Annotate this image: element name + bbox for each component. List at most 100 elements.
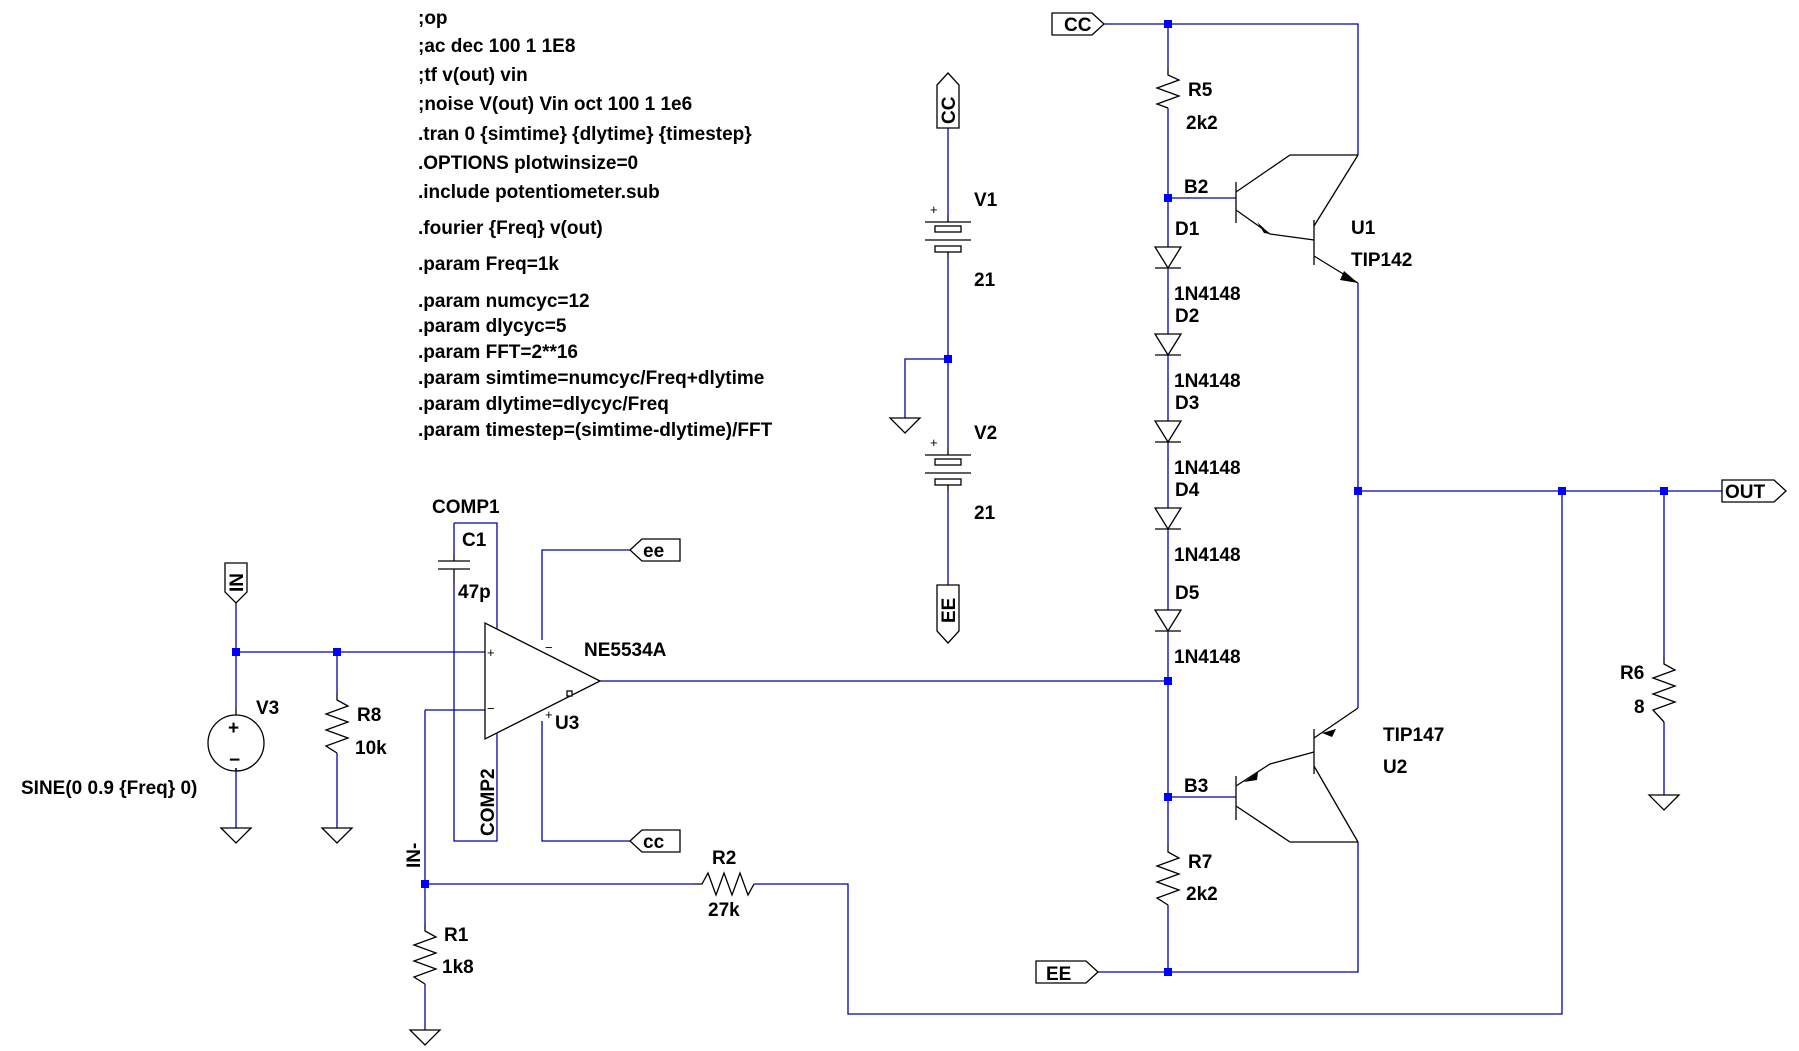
ground-symbol-supply <box>888 417 922 434</box>
directive-param-fft: .param FFT=2**16 <box>418 342 578 363</box>
wire-opamp-cc <box>541 721 630 842</box>
directive-op: ;op <box>418 8 448 29</box>
d3-value: 1N4148 <box>1174 458 1241 479</box>
net-flag-ee-supply <box>936 584 960 644</box>
net-flag-cc-opamp <box>629 829 681 853</box>
net-flag-ee-opamp <box>629 538 681 562</box>
directive-param-dlytime: .param dlytime=dlycyc/Freq <box>418 394 669 415</box>
junction-r6 <box>1660 487 1668 495</box>
r8-value: 10k <box>355 738 387 759</box>
net-label-in: IN <box>227 573 248 592</box>
net-label-cc-opamp: cc <box>643 832 665 853</box>
capacitor-c1: C1 47p <box>438 530 491 603</box>
c1-value: 47p <box>458 582 491 603</box>
junction-ee <box>1164 968 1172 976</box>
d4-value: 1N4148 <box>1174 545 1241 566</box>
r8-name: R8 <box>357 705 381 726</box>
diode-d4: D4 1N4148 <box>1153 480 1241 566</box>
junction-cc <box>1164 20 1172 28</box>
transistor-u1: U1 TIP142 <box>1235 154 1412 284</box>
wires <box>235 23 1722 1030</box>
ground-symbol-r1 <box>408 1029 442 1046</box>
net-label-b2: B2 <box>1184 177 1208 198</box>
u3-value: NE5534A <box>584 640 667 661</box>
net-label-in-minus: IN- <box>404 843 425 868</box>
net-label-comp2: COMP2 <box>478 768 499 836</box>
r2-name: R2 <box>712 848 736 869</box>
u2-q2-emitter <box>1235 751 1315 787</box>
directive-param-simtime: .param simtime=numcyc/Freq+dlytime <box>418 368 764 389</box>
diode-d1: D1 1N4148 <box>1153 219 1241 305</box>
d5-value: 1N4148 <box>1174 647 1241 668</box>
u3-supply-plus-mark: + <box>545 707 553 722</box>
battery-v1: + V1 21 <box>925 190 998 291</box>
d3-name: D3 <box>1175 393 1199 414</box>
net-label-cc-top: CC <box>1064 15 1092 36</box>
junction-emitters <box>1354 487 1362 495</box>
d5-name: D5 <box>1175 583 1200 604</box>
ground-symbol-load <box>1647 794 1681 811</box>
wire-feedback <box>754 491 1563 1015</box>
junction-mid <box>944 355 952 363</box>
net-flag-out <box>1721 479 1787 503</box>
c1-name: C1 <box>462 530 487 551</box>
r7-value: 2k2 <box>1186 884 1218 905</box>
u3-inv-mark: − <box>487 701 495 716</box>
d1-value: 1N4148 <box>1174 284 1241 305</box>
resistor-r6 <box>1651 657 1677 723</box>
v3-plus-mark: + <box>228 718 239 739</box>
voltage-source-v3: + − V3 SINE(0 0.9 {Freq} 0) <box>21 698 279 799</box>
u2-q2-collector <box>1235 805 1358 843</box>
junction-inminus <box>421 880 429 888</box>
v1-name: V1 <box>974 190 998 211</box>
u2-name: U2 <box>1383 757 1407 778</box>
spice-directives: ;op ;ac dec 100 1 1E8 ;tf v(out) vin ;no… <box>418 8 773 441</box>
directive-ac: ;ac dec 100 1 1E8 <box>418 36 575 57</box>
net-label-ee-bottom: EE <box>1046 964 1071 985</box>
v3-name: V3 <box>256 698 279 719</box>
r5-value: 2k2 <box>1186 113 1218 134</box>
u3-output-pin <box>566 690 573 697</box>
v1-plate-4 <box>934 245 962 253</box>
d4-name: D4 <box>1175 480 1200 501</box>
ground-symbol-r8 <box>320 827 354 844</box>
wire-comp <box>453 522 498 842</box>
junction-drive <box>1164 677 1172 685</box>
v3-minus-mark: − <box>229 750 240 771</box>
v2-value: 21 <box>974 503 996 524</box>
r6-name: R6 <box>1620 663 1644 684</box>
junctions <box>232 20 1668 976</box>
diode-d2: D2 1N4148 <box>1153 306 1241 392</box>
directive-tf: ;tf v(out) vin <box>418 65 528 86</box>
u2-value: TIP147 <box>1383 725 1444 746</box>
u3-noninv-mark: + <box>487 645 495 660</box>
diodes: D1 1N4148 D2 1N4148 D3 1N4148 D4 1N4148 … <box>1153 219 1241 668</box>
u1-q2-collector <box>1313 154 1359 227</box>
u1-q1-emitter <box>1235 209 1315 241</box>
net-flag-ee-bottom <box>1035 960 1099 984</box>
v2-name: V2 <box>974 423 997 444</box>
u1-value: TIP142 <box>1351 250 1412 271</box>
d2-name: D2 <box>1175 306 1199 327</box>
net-flag-cc-top <box>1051 12 1105 36</box>
junction-feedback <box>1558 487 1566 495</box>
net-label-ee-supply: EE <box>939 598 960 623</box>
net-label-ee-opamp: ee <box>643 541 664 562</box>
ground-symbol-v3 <box>219 827 253 844</box>
directive-noise: ;noise V(out) Vin oct 100 1 1e6 <box>418 94 692 115</box>
resistor-r7 <box>1155 845 1181 906</box>
u3-name: U3 <box>555 713 579 734</box>
diode-d3: D3 1N4148 <box>1153 393 1241 479</box>
u1-name: U1 <box>1351 218 1376 239</box>
net-label-out: OUT <box>1725 482 1766 503</box>
directive-param-numcyc: .param numcyc=12 <box>418 291 590 312</box>
net-flag-cc-supply <box>936 72 960 129</box>
u3-triangle <box>484 621 602 741</box>
r7-name: R7 <box>1188 852 1212 873</box>
junction-r8 <box>333 648 341 656</box>
grounds <box>219 417 1681 1046</box>
net-label-comp1: COMP1 <box>432 497 500 518</box>
d2-value: 1N4148 <box>1174 371 1241 392</box>
r2-value: 27k <box>708 900 740 921</box>
